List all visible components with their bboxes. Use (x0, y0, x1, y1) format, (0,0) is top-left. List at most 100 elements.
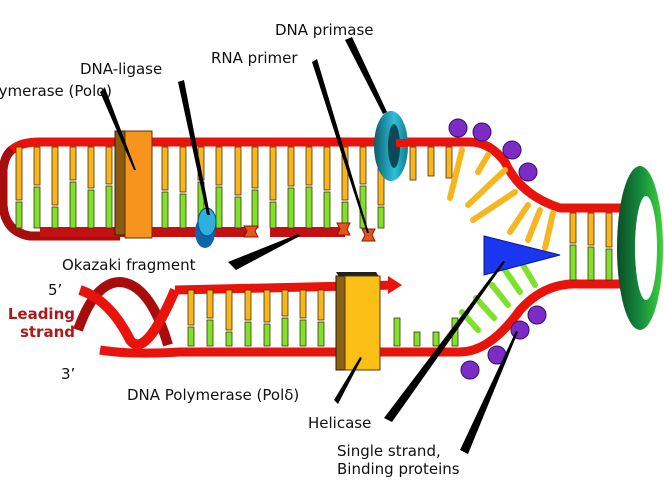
base-pair-orange (507, 202, 531, 235)
ssb-protein (460, 360, 480, 380)
base-pair-orange (465, 167, 508, 208)
base-pair-orange (323, 146, 331, 191)
ssb-protein-body (518, 162, 538, 182)
ssb-protein-body (502, 140, 522, 160)
leading-arrowhead (388, 276, 402, 294)
base-pair-orange (269, 146, 277, 201)
base-pair-orange (299, 289, 307, 319)
base-pair-green (317, 321, 325, 347)
base-pair-green (489, 282, 511, 308)
base-pair-orange (33, 146, 41, 186)
leading-duplex (73, 212, 650, 358)
pol-alpha (114, 130, 153, 239)
base-pair-orange (445, 146, 453, 179)
label-leading-strand: Leading strand (0, 305, 75, 341)
label-rna-primer: RNA primer (211, 49, 298, 67)
leader-rna-primer (312, 59, 369, 233)
leader-primase (345, 37, 387, 114)
base-pair-green (51, 206, 59, 229)
leader-helicase (384, 261, 505, 422)
base-pair-orange (475, 152, 491, 175)
base-pair-orange (569, 212, 577, 244)
base-pair-green (323, 191, 331, 229)
base-pair-green (263, 323, 271, 347)
base-pair-green (69, 181, 77, 229)
base-pair-green (187, 326, 195, 347)
ssb-protein (502, 140, 522, 160)
base-pair-orange (305, 146, 313, 186)
base-pair-green (413, 331, 421, 347)
leading-template-backbone (99, 279, 650, 358)
base-pair-green (105, 185, 113, 229)
leader-lines (100, 37, 518, 454)
ssb-protein (518, 162, 538, 182)
base-pair-green (215, 186, 223, 229)
base-pair-green (605, 248, 613, 281)
label-pol-delta: DNA Polymerase (Polδ) (127, 386, 300, 404)
label-pol-alpha-frame: DNA Polymerase (Polα) (0, 82, 112, 102)
base-pair-orange (542, 210, 556, 251)
base-pair-orange (87, 146, 95, 189)
ssb-protein-body (527, 305, 547, 325)
base-pair-green (569, 244, 577, 281)
base-pair-green (179, 193, 187, 229)
sliding-clamp (617, 166, 663, 330)
base-pair-green (587, 246, 595, 281)
base-pair-green (287, 187, 295, 229)
ssb-protein (448, 118, 468, 138)
base-pair-orange (287, 146, 295, 187)
label-pol-alpha: DNA Polymerase (Polα) (0, 82, 112, 100)
helix-twist-back (73, 276, 173, 347)
base-pair-orange (179, 146, 187, 193)
helicase (483, 235, 561, 276)
base-pair-green (377, 206, 385, 229)
base-pair-orange (587, 212, 595, 246)
leader-pol-delta (334, 357, 362, 404)
base-pair-orange (447, 147, 465, 201)
label-okazaki-fragment: Okazaki fragment (62, 256, 196, 274)
lagging-base-pairs (15, 146, 453, 229)
base-pair-orange (215, 146, 223, 186)
base-pair-orange (525, 207, 543, 243)
label-dna-ligase: DNA-ligase (80, 60, 163, 78)
base-pair-orange (427, 146, 435, 177)
base-pair-orange (263, 289, 271, 323)
base-pair-orange (317, 289, 325, 321)
ssb-protein-body (460, 360, 480, 380)
base-pair-orange (69, 146, 77, 181)
single-strand-binding-proteins (448, 118, 547, 380)
lagging-parental-backbone (0, 142, 120, 241)
dna-ligase (195, 207, 217, 248)
base-pair-green (206, 319, 214, 347)
base-pair-orange (105, 146, 113, 185)
leader-ligase (178, 80, 210, 215)
label-ssb-line1: Single strand, (337, 442, 441, 460)
base-pair-green (33, 186, 41, 229)
base-pair-green (161, 191, 169, 229)
base-pair-orange (251, 146, 259, 189)
base-pair-green (502, 267, 523, 295)
label-helicase: Helicase (308, 414, 372, 432)
ssb-protein (472, 122, 492, 142)
base-pair-green (393, 317, 401, 347)
base-pair-orange (225, 289, 233, 331)
base-pair-green (234, 196, 242, 229)
leading-label-line2: strand (19, 323, 75, 341)
label-five-prime: 5’ (48, 281, 63, 299)
leader-okazaki (228, 234, 300, 270)
base-pair-green (251, 189, 259, 229)
base-pair-orange (470, 189, 518, 223)
base-pair-green (520, 262, 538, 288)
label-three-prime: 3’ (61, 365, 76, 383)
base-pair-orange (206, 289, 214, 319)
base-pair-orange (234, 146, 242, 196)
ssb-protein-body (472, 122, 492, 142)
base-pair-green (305, 186, 313, 229)
dna-primase (374, 111, 408, 181)
base-pair-green (281, 317, 289, 347)
leading-label-line1: Leading (7, 305, 75, 323)
ssb-protein-body (448, 118, 468, 138)
leader-pol-alpha (100, 88, 136, 170)
rna-primers (243, 222, 376, 242)
base-pair-orange (605, 212, 613, 248)
